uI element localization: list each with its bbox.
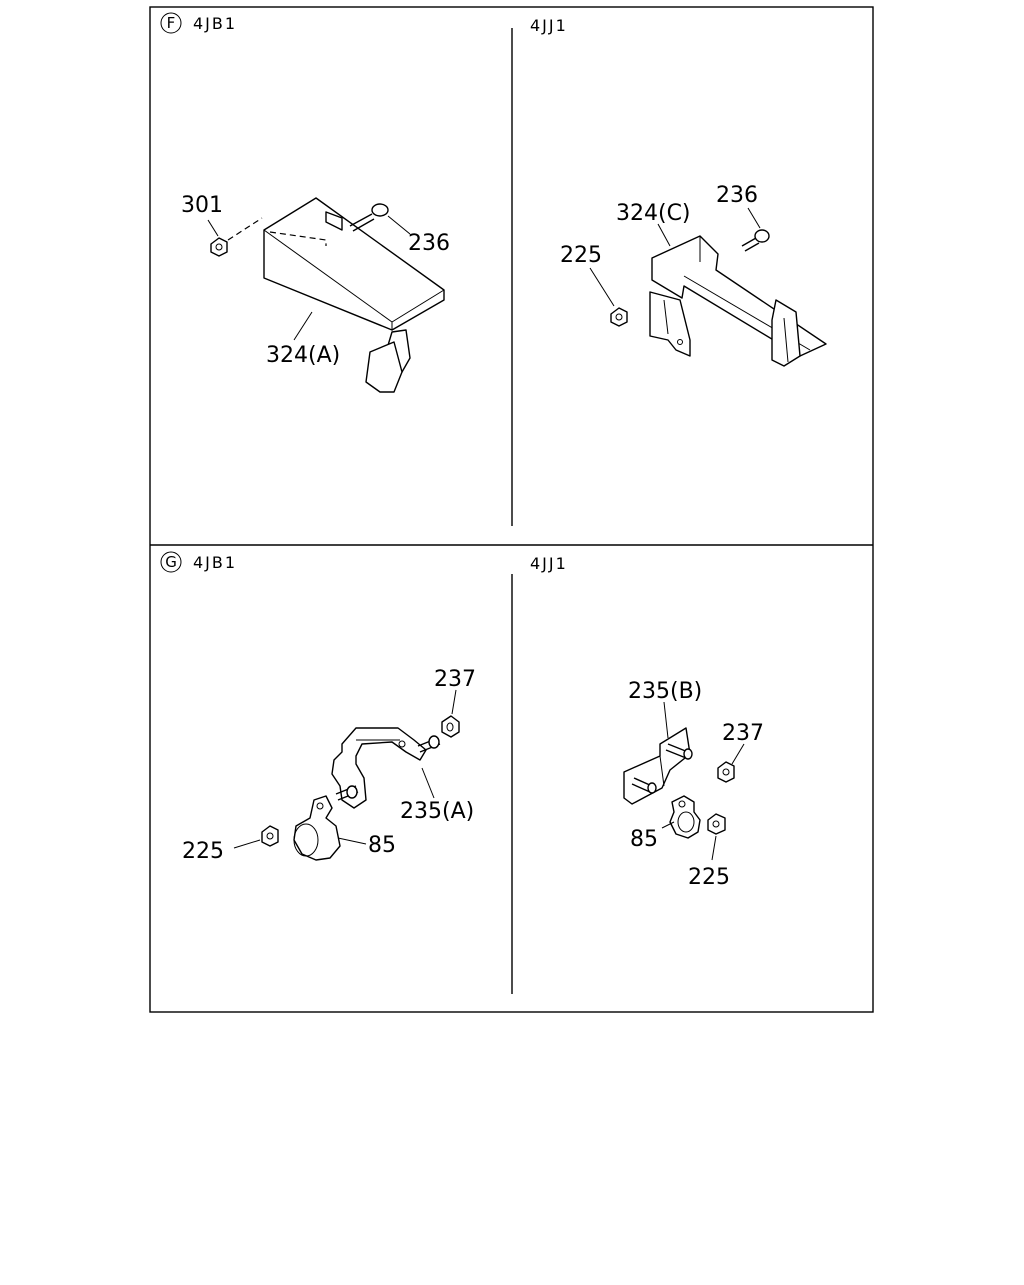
bracket-324c-leg	[771, 299, 801, 367]
leader-301	[207, 219, 219, 237]
leader-237-right	[731, 743, 745, 765]
bracket-235b-edge	[659, 755, 665, 787]
nut-301-axis	[227, 217, 263, 241]
label-237-right: 237	[722, 721, 764, 746]
label-225-right: 225	[688, 865, 730, 890]
leader-85-left	[337, 837, 367, 845]
label-85-right: 85	[630, 827, 658, 852]
nut-237-left	[441, 715, 460, 738]
bracket-235a-hole	[398, 740, 406, 748]
panel-f-left-assembly: 301 236 324(A)	[181, 193, 450, 393]
panel-g-left-header: 4JB1	[193, 553, 237, 572]
bracket-324c-mount-edge	[663, 299, 669, 335]
bracket-235b-shape	[623, 727, 691, 805]
leader-85-right	[661, 821, 675, 829]
nut-301	[210, 237, 228, 257]
leader-236-left	[387, 215, 411, 235]
label-237-left: 237	[434, 667, 476, 692]
panel-g-left-assembly: 237 235(A) 225 85	[182, 667, 476, 864]
label-85-left: 85	[368, 833, 396, 858]
label-236-right: 236	[716, 183, 758, 208]
nut-225-right	[707, 813, 726, 835]
bolt-236-right	[741, 229, 770, 252]
panel-f-header: F 4JB1	[160, 12, 237, 34]
stud-235b-upper	[665, 743, 693, 760]
label-225-left: 225	[182, 839, 224, 864]
leader-324c	[657, 223, 671, 247]
panel-f-marker-circle	[160, 12, 182, 34]
bracket-324c-mount	[649, 291, 691, 357]
panel-g-right-header: 4JJ1	[530, 554, 568, 573]
nut-237-right	[717, 761, 735, 783]
panel-f-marker: F	[167, 14, 176, 32]
panel-g-header: G 4JB1	[160, 551, 237, 573]
bracket-324a-edge-2	[391, 289, 445, 323]
panel-g-right-assembly: 235(B) 237 85 225	[623, 679, 764, 890]
nut-225-right-top	[610, 307, 628, 327]
leader-235a	[421, 767, 435, 799]
panel-f-right-header: 4JJ1	[530, 16, 568, 35]
panel-f-left-header: 4JB1	[193, 14, 237, 33]
leader-225-right-top	[589, 267, 615, 307]
leader-225-right	[711, 835, 717, 861]
bracket-324a-tab	[325, 211, 343, 231]
leader-225-left	[233, 839, 261, 849]
label-235a: 235(A)	[400, 799, 474, 824]
panel-f-right-assembly: 324(C) 236 225	[560, 183, 827, 367]
panel-g-marker: G	[165, 553, 177, 571]
clip-85-left	[293, 795, 341, 861]
label-225-right-top: 225	[560, 243, 602, 268]
leader-236-right	[747, 207, 761, 229]
diagram-frame	[149, 6, 874, 1013]
label-324c: 324(C)	[616, 201, 691, 226]
leader-235b	[663, 701, 669, 739]
bracket-324c-hole	[677, 339, 683, 345]
leader-324a	[293, 311, 313, 341]
label-301: 301	[181, 193, 223, 218]
bracket-324a-foot	[365, 341, 403, 393]
bracket-324c-leg-edge	[783, 317, 789, 363]
bracket-324a-edge	[263, 229, 393, 323]
leader-237-left	[451, 689, 457, 715]
bracket-324a-hidden-line	[269, 231, 327, 246]
bolt-236-left	[349, 203, 389, 232]
panel-g-marker-circle	[160, 551, 182, 573]
label-235b: 235(B)	[628, 679, 702, 704]
label-236-left: 236	[408, 231, 450, 256]
clip-85-right	[669, 795, 701, 839]
nut-225-left	[261, 825, 279, 847]
label-324a: 324(A)	[266, 343, 340, 368]
stud-235b-lower	[631, 777, 657, 794]
bracket-324a-shape	[263, 197, 445, 331]
stud-235a-lower	[335, 785, 359, 801]
stud-235a-top	[417, 735, 441, 753]
